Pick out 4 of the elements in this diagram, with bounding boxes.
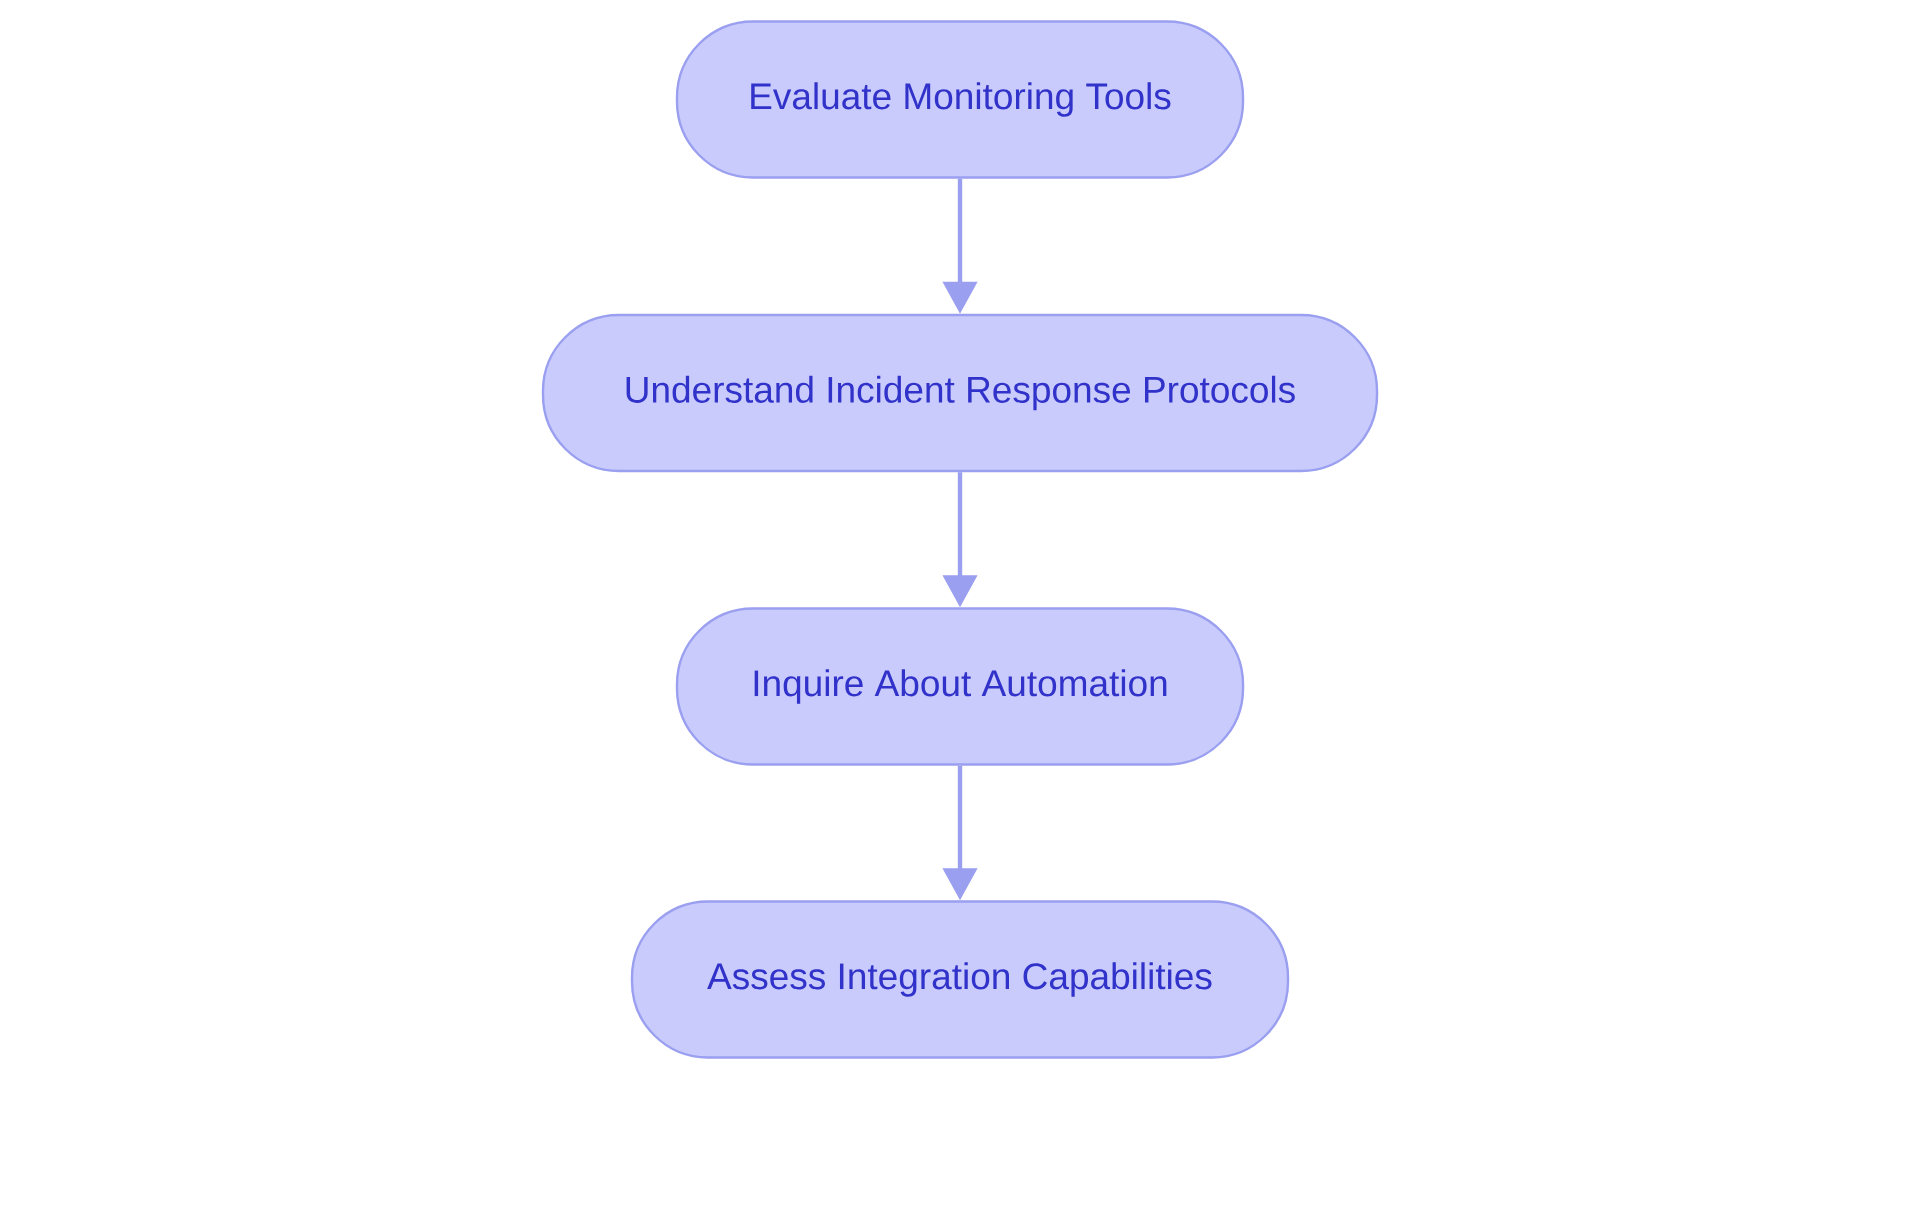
process-box: Understand Incident Response Protocols (541, 313, 1379, 473)
process-box: Assess Integration Capabilities (630, 900, 1290, 1059)
process-box: Inquire About Automation (675, 607, 1245, 766)
process-box: Evaluate Monitoring Tools (675, 20, 1245, 179)
